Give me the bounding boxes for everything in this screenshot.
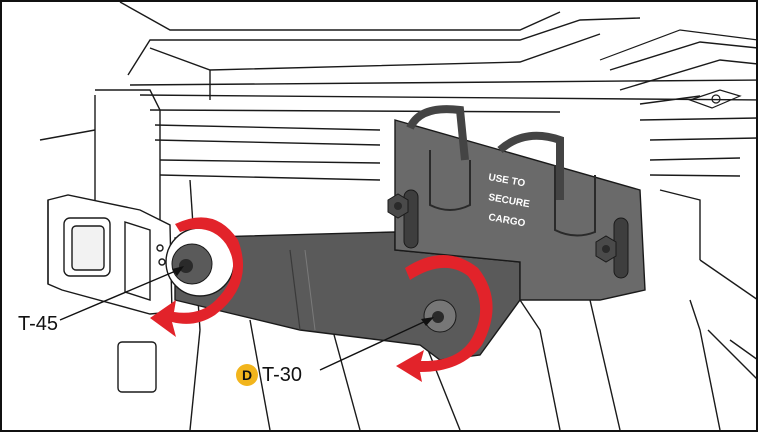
leader-lines (59, 269, 429, 371)
hatch-detail (599, 29, 758, 109)
step-badge: D (236, 364, 258, 386)
cargo-plate (394, 119, 646, 301)
vehicle-body-outline (39, 1, 758, 431)
hex-nut-left-icon (387, 193, 409, 219)
leader-arrowhead-right (421, 317, 434, 326)
body-panel-square (117, 341, 157, 393)
hex-nut-right-icon (595, 235, 617, 263)
torx-size-label-left: T-45 (18, 313, 59, 335)
cargo-hooks (406, 105, 596, 237)
rotation-arrow-right-icon (396, 255, 493, 382)
torx-screw-left-icon (165, 227, 235, 297)
torx-size-label-right: T-30 (262, 364, 303, 386)
leader-arrowhead-left (172, 266, 184, 276)
torx-screw-right-icon (423, 299, 457, 333)
rotation-arrow-left-icon (150, 217, 244, 337)
receiver-block (47, 194, 173, 315)
